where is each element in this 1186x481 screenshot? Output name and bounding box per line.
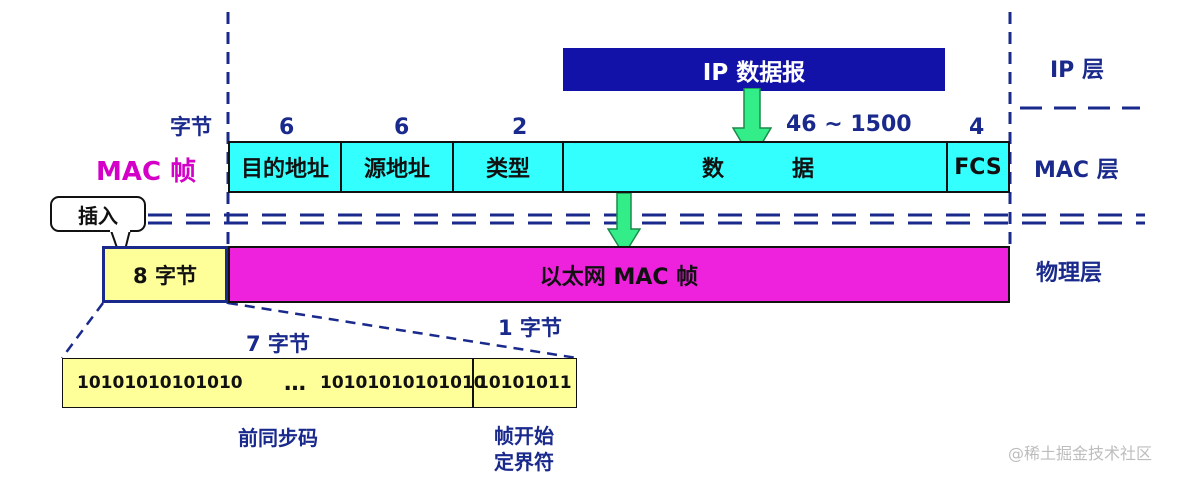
- fcs-field: FCS: [948, 143, 1008, 191]
- watermark: @稀土掘金技术社区: [1008, 444, 1153, 463]
- expand-line-right: [227, 301, 578, 360]
- sfd-bits: 10101011: [477, 373, 572, 393]
- data-size-label: 46 ~ 1500: [786, 112, 912, 137]
- preamble-ellipsis: …: [284, 371, 306, 396]
- mac-layer-label: MAC 层: [1034, 158, 1119, 183]
- sfd-divider: [472, 359, 474, 407]
- type-label: 类型: [485, 157, 530, 182]
- physical-layer-label: 物理层: [1036, 261, 1103, 286]
- type-field: 类型: [454, 143, 564, 191]
- preamble-caption: 前同步码: [238, 426, 318, 450]
- dest-address-field: 目的地址: [230, 143, 342, 191]
- ethernet-mac-frame-label: 以太网 MAC 帧: [539, 264, 699, 290]
- green-down-arrow-icon: [607, 193, 641, 257]
- preamble-8-bytes-label: 8 字节: [133, 263, 197, 288]
- bytes-label: 字节: [170, 115, 212, 139]
- expand-line-left: [60, 302, 105, 359]
- sfd-caption-line1: 帧开始: [494, 424, 554, 448]
- mac-frame-label: MAC 帧: [96, 157, 197, 187]
- src-address-label: 源地址: [363, 157, 430, 182]
- data-field: 数 据: [564, 143, 948, 191]
- data-label-left: 数: [702, 157, 725, 182]
- type-size-label: 2: [512, 115, 528, 140]
- one-byte-label: 1 字节: [498, 316, 562, 340]
- insert-callout: 插入: [50, 196, 146, 232]
- src-size-label: 6: [394, 115, 410, 140]
- seven-bytes-label: 7 字节: [246, 332, 310, 356]
- dest-size-label: 6: [279, 115, 295, 140]
- dest-address-label: 目的地址: [240, 157, 329, 182]
- ip-datagram-box: IP 数据报: [563, 48, 945, 91]
- src-address-field: 源地址: [342, 143, 454, 191]
- ip-layer-label: IP 层: [1050, 58, 1104, 83]
- mac-frame-fields: 目的地址 源地址 类型 数 据 FCS: [228, 141, 1010, 193]
- insert-callout-label: 插入: [78, 203, 118, 228]
- preamble-bits-left: 10101010101010: [77, 373, 243, 393]
- sfd-caption-line2: 定界符: [494, 450, 554, 474]
- fcs-label: FCS: [954, 154, 1002, 180]
- preamble-detail-row: 10101010101010 … 10101010101010 10101011: [62, 358, 577, 408]
- data-label-right: 据: [792, 157, 815, 182]
- preamble-bits-right: 10101010101010: [320, 373, 486, 393]
- fcs-size-label: 4: [969, 115, 985, 140]
- preamble-8-bytes-box: 8 字节: [102, 246, 228, 303]
- callout-seam: [110, 228, 130, 232]
- ip-datagram-label: IP 数据报: [702, 59, 806, 86]
- ethernet-mac-frame-box: 以太网 MAC 帧: [228, 246, 1010, 303]
